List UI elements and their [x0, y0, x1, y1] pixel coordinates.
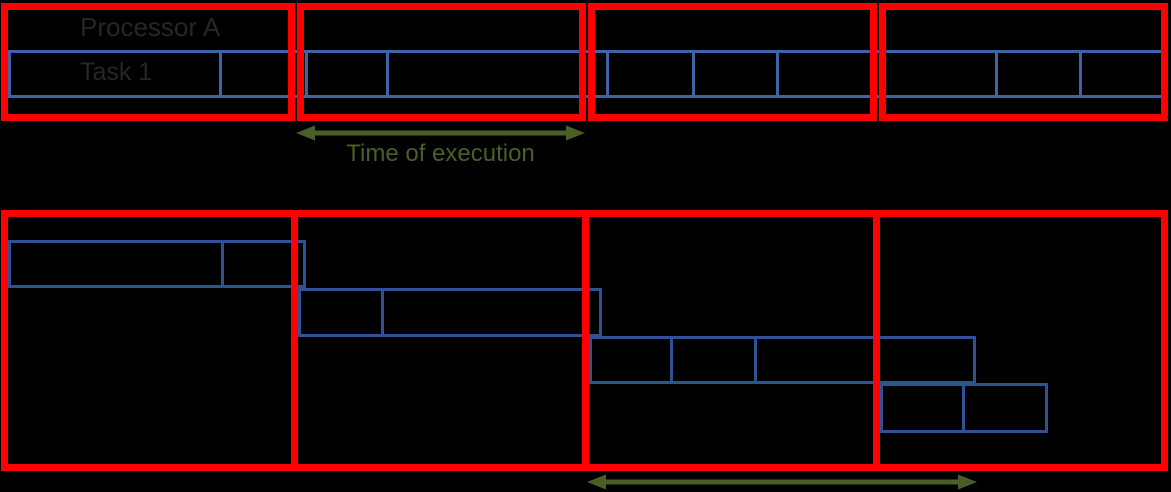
task-block: [962, 383, 1048, 433]
processor-frame-1: [1, 3, 295, 121]
time-of-execution-arrow-icon: [296, 125, 585, 141]
task-block: [221, 240, 306, 288]
processor-frame-4: [879, 3, 1168, 121]
pipeline-frame-2: [291, 210, 589, 471]
time-of-execution-label: Time of execution: [346, 140, 535, 167]
pipelined-time-arrow-icon: [587, 474, 977, 490]
processor-label: Processor A: [80, 12, 221, 42]
task-block: [381, 288, 602, 337]
task-label: Task 1: [80, 58, 153, 86]
pipeline-frame-4: [873, 210, 1168, 471]
pipeline-frame-3: [582, 210, 880, 471]
pipeline-frame-1: [1, 210, 298, 471]
task-block: [754, 336, 976, 384]
processor-frame-2: [297, 3, 586, 121]
processor-frame-3: [588, 3, 877, 121]
